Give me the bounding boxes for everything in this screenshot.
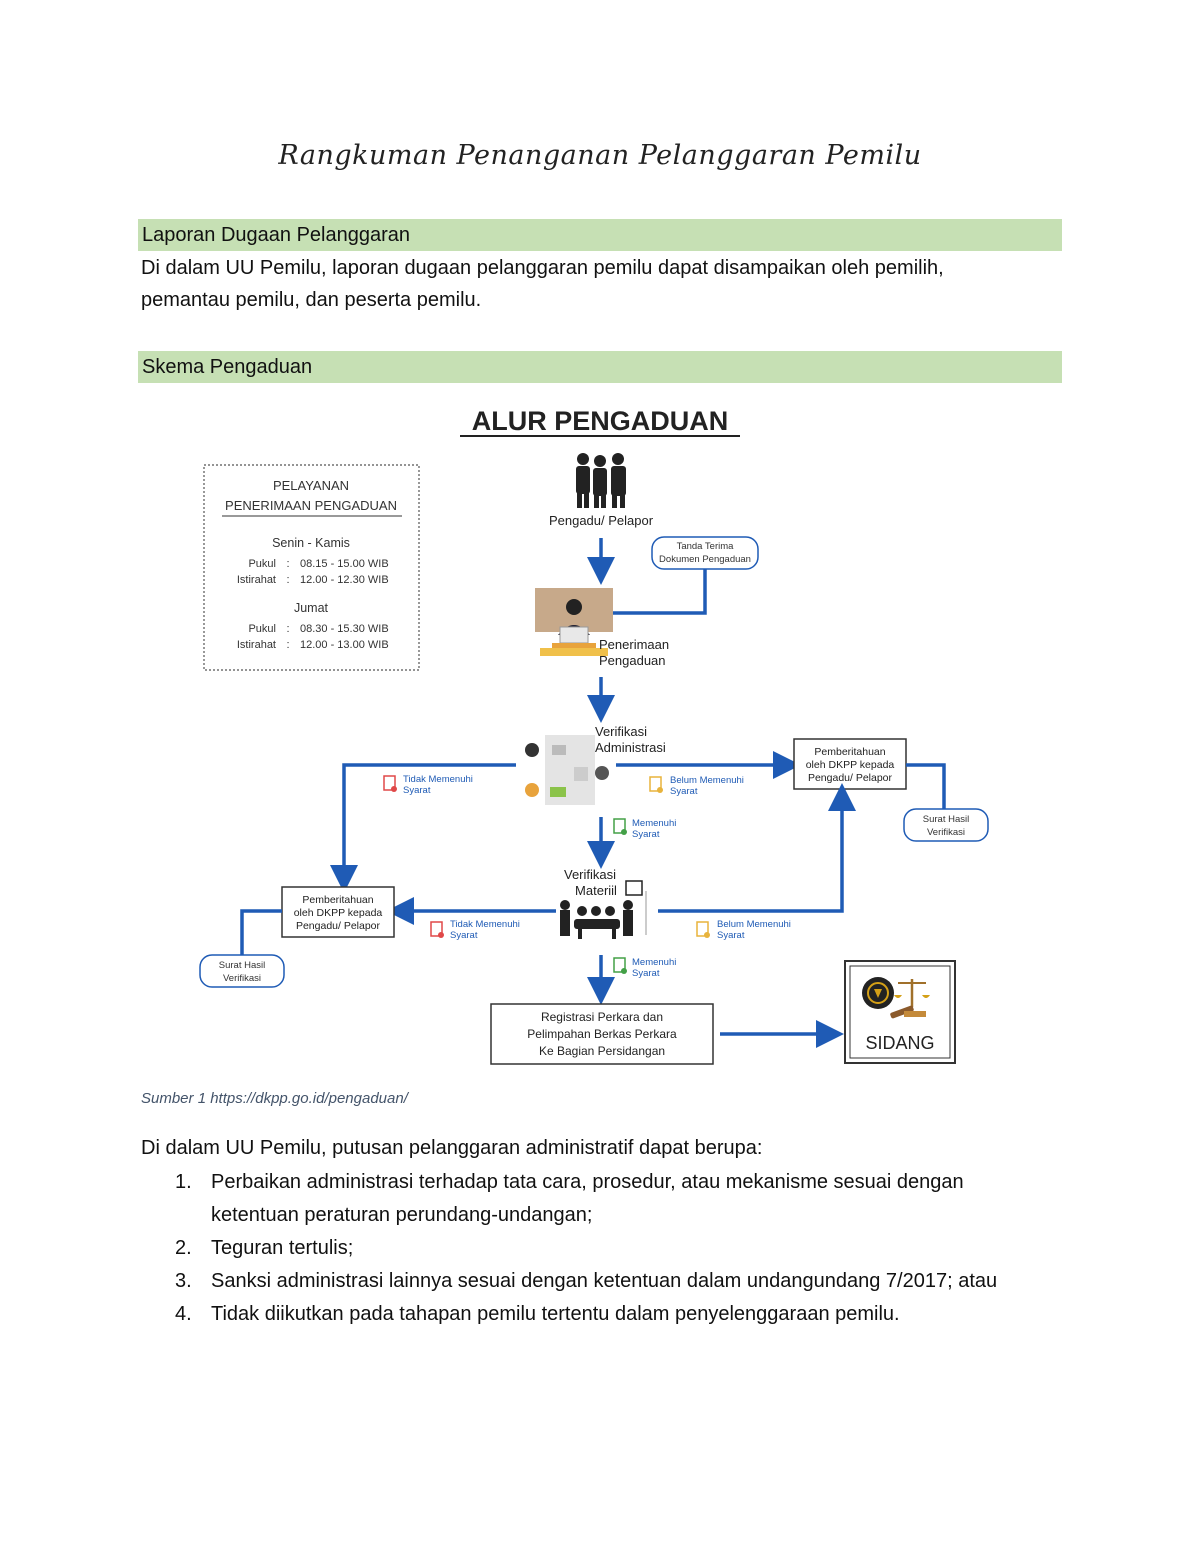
day2-pukul-label: Pukul [248,623,276,635]
list-item-number: 1. [175,1171,192,1193]
day1-istirahat-value: 12.00 - 12.30 WIB [300,574,389,586]
connector-pemberitahuan-right-surat [906,763,946,809]
service-hours-box [203,464,420,671]
presentation-board-icon [625,880,643,896]
mat-tidak-memenuhi-line-2: Syarat [450,930,478,941]
service-title-1: PELAYANAN [273,478,349,493]
adm-memenuhi-line-2: Syarat [632,829,660,840]
meeting-group-icon [560,900,633,939]
doc-red-icon [430,921,444,938]
day1-istirahat-sep: : [286,574,289,586]
verif-mat-line-2: Materiil [575,883,617,898]
laporan-line-1: Di dalam UU Pemilu, laporan dugaan pelan… [141,257,944,279]
service-title-2: PENERIMAAN PENGADUAN [225,498,397,513]
list-item-number: 3. [175,1270,192,1292]
verif-mat-line-1: Verifikasi [564,867,616,882]
laporan-line-2: pemantau pemilu, dan peserta pemilu. [141,289,482,311]
list-item: 2. Teguran tertulis; [141,1232,1071,1265]
doc-green-icon [613,818,627,835]
penerimaan-line-1: Penerimaan [599,637,669,652]
putusan-intro: Di dalam UU Pemilu, putusan pelanggaran … [141,1137,763,1159]
document-title: Rangkuman Penanganan Pelanggaran Pemilu [278,140,922,171]
mat-belum-memenuhi-line-1: Belum Memenuhi [717,919,791,930]
list-item: 1. Perbaikan administrasi terhadap tata … [141,1166,1071,1232]
adm-belum-memenuhi-line-1: Belum Memenuhi [670,775,744,786]
doc-red-icon [383,775,397,792]
registrasi-line-3: Ke Bagian Persidangan [539,1044,665,1058]
day2-pukul-value: 08.30 - 15.30 WIB [300,623,389,635]
list-item: 3. Sanksi administrasi lainnya sesuai de… [141,1265,1071,1298]
mat-belum-memenuhi-line-2: Syarat [717,930,745,941]
list-item-line-1: Tidak diikutkan pada tahapan pemilu tert… [211,1303,900,1325]
pemberitahuan-right-line-1: Pemberitahuan [814,746,885,758]
pemberitahuan-right-line-2: oleh DKPP kepada [806,759,895,771]
mat-tidak-memenuhi-line-1: Tidak Memenuhi [450,919,520,930]
verif-adm-line-2: Administrasi [595,740,666,755]
tanda-terima-connector [612,569,707,615]
day2-istirahat-value: 12.00 - 13.00 WIB [300,639,389,651]
pemberitahuan-box-right [793,738,907,790]
pemberitahuan-right-line-3: Pengadu/ Pelapor [808,772,893,784]
officer-desk-icon [535,588,613,656]
penerimaan-line-2: Pengaduan [599,653,666,668]
day2-pukul-sep: : [286,623,289,635]
adm-belum-memenuhi-line-2: Syarat [670,786,698,797]
dkpp-emblem-icon [862,977,894,1009]
pemberitahuan-box-left [281,886,395,938]
day2-istirahat-label: Istirahat [237,639,276,651]
connector-pemberitahuan-left-surat [240,909,282,955]
figure-caption: Sumber 1 https://dkpp.go.id/pengaduan/ [141,1090,408,1107]
tanda-terima-line-2: Dokumen Pengaduan [659,554,751,565]
pemberitahuan-left-line-1: Pemberitahuan [302,894,373,906]
day1-pukul-label: Pukul [248,558,276,570]
alur-pengaduan-diagram: ALUR PENGADUAN PELAYANAN PENERIMAAN PENG… [199,406,989,1065]
day2-istirahat-sep: : [286,639,289,651]
registrasi-box [490,1003,714,1065]
list-item: 4. Tidak diikutkan pada tahapan pemilu t… [141,1298,1071,1331]
surat-hasil-left-line-1: Surat Hasil [219,960,265,971]
doc-yellow-icon [649,776,663,793]
registrasi-line-2: Pelimpahan Berkas Perkara [527,1027,677,1041]
tanda-terima-line-1: Tanda Terima [677,541,735,552]
adm-tidak-memenuhi-line-2: Syarat [403,785,431,796]
doc-green-icon [613,957,627,974]
list-item-line-1: Perbaikan administrasi terhadap tata car… [211,1171,964,1193]
service-day-1: Senin - Kamis [272,536,350,550]
day1-pukul-value: 08.15 - 15.00 WIB [300,558,389,570]
adm-memenuhi-line-1: Memenuhi [632,818,676,829]
list-item-line-2: ketentuan peraturan perundang-undangan; [211,1204,593,1226]
section-heading-laporan: Laporan Dugaan Pelanggaran [138,219,1062,251]
pemberitahuan-left-line-3: Pengadu/ Pelapor [296,920,381,932]
surat-hasil-right-line-2: Verifikasi [927,827,965,838]
registrasi-line-1: Registrasi Perkara dan [541,1010,663,1024]
list-item-number: 2. [175,1237,192,1259]
people-icon [576,453,626,508]
day1-pukul-sep: : [286,558,289,570]
surat-hasil-right-line-1: Surat Hasil [923,814,969,825]
day1-istirahat-label: Istirahat [237,574,276,586]
list-item-number: 4. [175,1303,192,1325]
section-heading-skema: Skema Pengaduan [138,351,1062,383]
doc-yellow-icon [696,921,710,938]
service-day-2: Jumat [294,601,329,615]
meeting-table-icon [525,735,609,805]
list-item-line-1: Teguran tertulis; [211,1237,354,1259]
mat-memenuhi-line-2: Syarat [632,968,660,979]
surat-hasil-bubble-left [199,954,285,988]
pengadu-label: Pengadu/ Pelapor [549,513,654,528]
arrow-mat-belum-memenuhi [658,783,856,913]
mat-memenuhi-line-1: Memenuhi [632,957,676,968]
surat-hasil-left-line-2: Verifikasi [223,973,261,984]
diagram-title: ALUR PENGADUAN [472,406,729,436]
laporan-paragraph: Di dalam UU Pemilu, laporan dugaan pelan… [141,252,1041,316]
pemberitahuan-left-line-2: oleh DKPP kepada [294,907,383,919]
putusan-list: 1. Perbaikan administrasi terhadap tata … [141,1166,1071,1331]
scales-gavel-icon [890,979,930,1019]
surat-hasil-bubble-right [903,808,989,842]
sidang-label: SIDANG [865,1033,934,1053]
list-item-line-1: Sanksi administrasi lainnya sesuai denga… [211,1270,998,1292]
adm-tidak-memenuhi-line-1: Tidak Memenuhi [403,774,473,785]
verif-adm-line-1: Verifikasi [595,724,647,739]
arrow-adm-tidak-memenuhi [330,763,516,893]
